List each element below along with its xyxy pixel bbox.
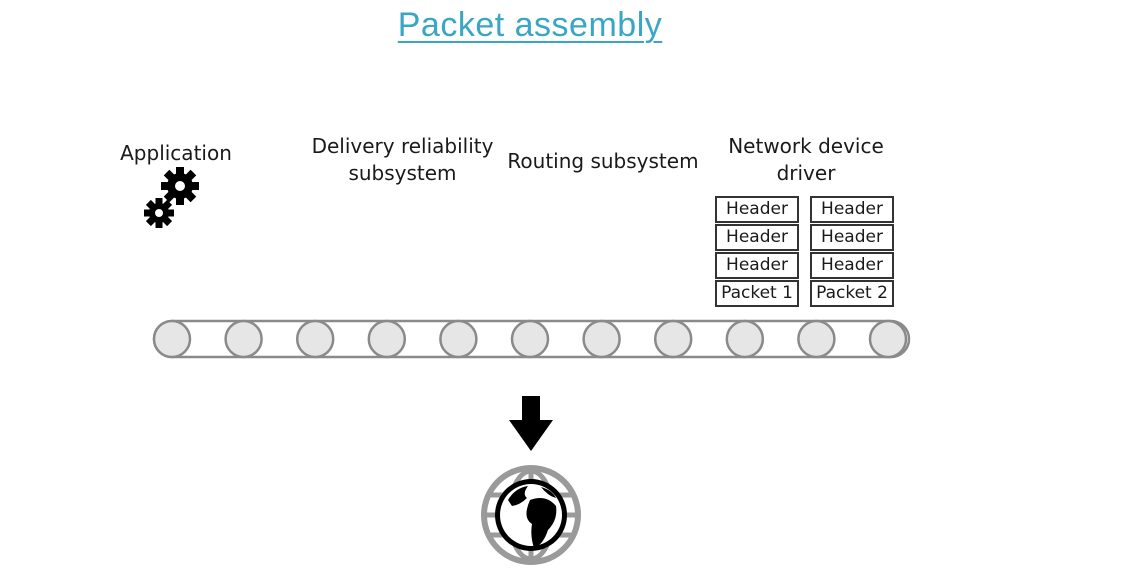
globe-icon <box>481 465 581 565</box>
stage-routing-label: Routing subsystem <box>507 149 699 173</box>
conveyor-roller <box>152 319 192 359</box>
stage-network-line-2: driver <box>776 161 836 185</box>
conveyor-roller <box>653 319 693 359</box>
arrow-down-icon <box>509 396 553 451</box>
packet-cell: Packet 1 <box>715 280 799 307</box>
conveyor-roller <box>439 319 478 359</box>
stage-delivery-line-1: Delivery reliability <box>311 134 494 158</box>
gears-icon <box>144 167 199 228</box>
stage-network-line-1: Network device <box>728 134 884 158</box>
stage-application-label: Application <box>120 141 232 165</box>
conveyor-roller <box>224 319 263 359</box>
header-cell: Header <box>810 224 894 251</box>
stage-network-label: Network device driver <box>720 133 892 187</box>
conveyor-roller <box>582 319 621 359</box>
conveyor-roller <box>725 319 765 359</box>
conveyor-roller <box>510 319 550 359</box>
header-cell: Header <box>810 196 894 223</box>
conveyor-roller <box>367 319 407 359</box>
stage-delivery-line-2: subsystem <box>348 161 457 185</box>
header-cell: Header <box>715 196 799 223</box>
conveyor-rollers <box>152 319 908 359</box>
stage-delivery-label: Delivery reliability subsystem <box>295 133 510 187</box>
header-cell: Header <box>715 224 799 251</box>
packet-cell: Packet 2 <box>810 280 894 307</box>
conveyor-roller <box>797 319 836 359</box>
conveyor-roller <box>295 319 335 359</box>
header-cell: Header <box>715 252 799 279</box>
page-title: Packet assembly <box>397 6 663 44</box>
conveyor-roller <box>868 319 908 359</box>
packet-stack-2: Header Header Header Packet 2 <box>810 196 894 308</box>
header-cell: Header <box>810 252 894 279</box>
packet-stack-1: Header Header Header Packet 1 <box>715 196 799 308</box>
